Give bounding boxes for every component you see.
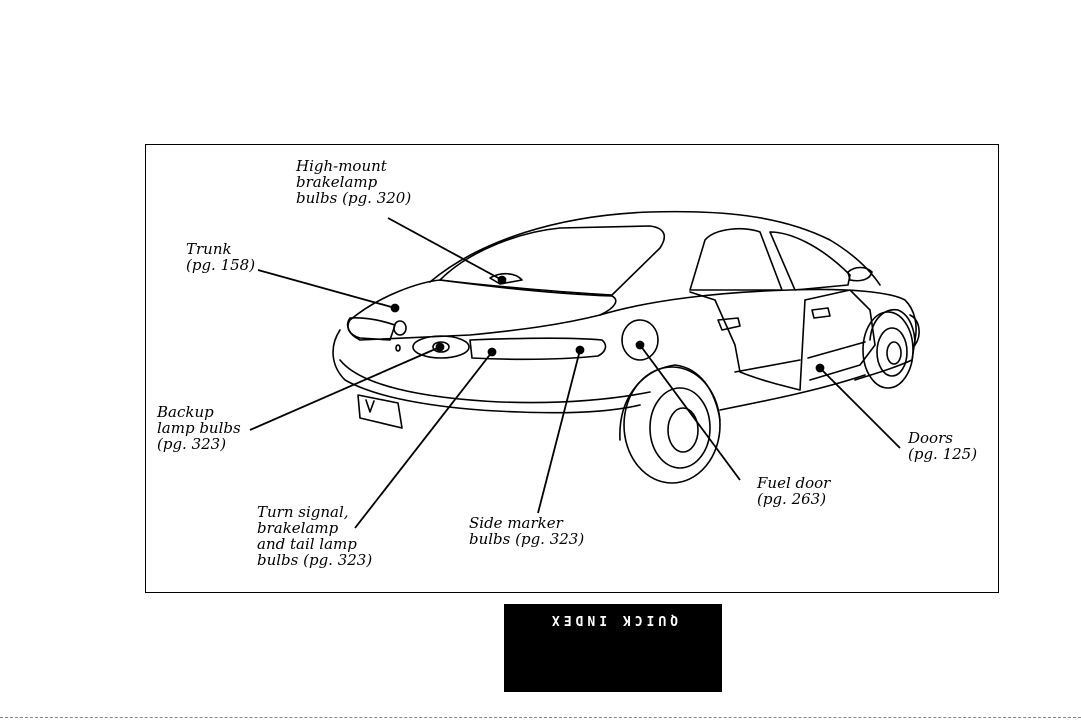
license-plate xyxy=(358,395,402,428)
fuel-door xyxy=(622,320,658,360)
side-window-rear xyxy=(690,229,782,290)
quick-index-label: QUICK INDEX xyxy=(504,612,722,627)
callout-side-marker: Side marker bulbs (pg. 323) xyxy=(469,515,584,547)
quick-index-tab[interactable]: QUICK INDEX xyxy=(504,604,722,692)
body-molding xyxy=(735,360,800,372)
callout-high-mount: High-mount brakelamp bulbs (pg. 320) xyxy=(296,158,411,206)
callout-turn-signal: Turn signal, brakelamp and tail lamp bul… xyxy=(257,504,372,568)
body-side xyxy=(600,289,916,380)
leader-trunk xyxy=(258,270,395,308)
leader-backup xyxy=(250,347,440,430)
leader-doors xyxy=(820,368,900,448)
leader-turn-signal xyxy=(355,352,492,528)
door-handle-rear xyxy=(718,318,740,330)
callout-fuel-door: Fuel door (pg. 263) xyxy=(757,475,830,507)
callout-trunk: Trunk (pg. 158) xyxy=(186,241,255,273)
rear-door xyxy=(690,292,805,390)
side-mirror xyxy=(848,268,872,281)
side-window-front xyxy=(770,232,850,290)
callout-doors: Doors (pg. 125) xyxy=(908,430,977,462)
tail-lamp-left xyxy=(348,318,395,340)
callout-backup: Backup lamp bulbs (pg. 323) xyxy=(157,404,241,452)
leader-fuel-door xyxy=(640,345,740,480)
page-bottom-rule xyxy=(0,717,1081,718)
door-handle-front xyxy=(812,308,830,318)
trunk-lid xyxy=(348,280,616,340)
leader-side-marker xyxy=(538,350,580,513)
